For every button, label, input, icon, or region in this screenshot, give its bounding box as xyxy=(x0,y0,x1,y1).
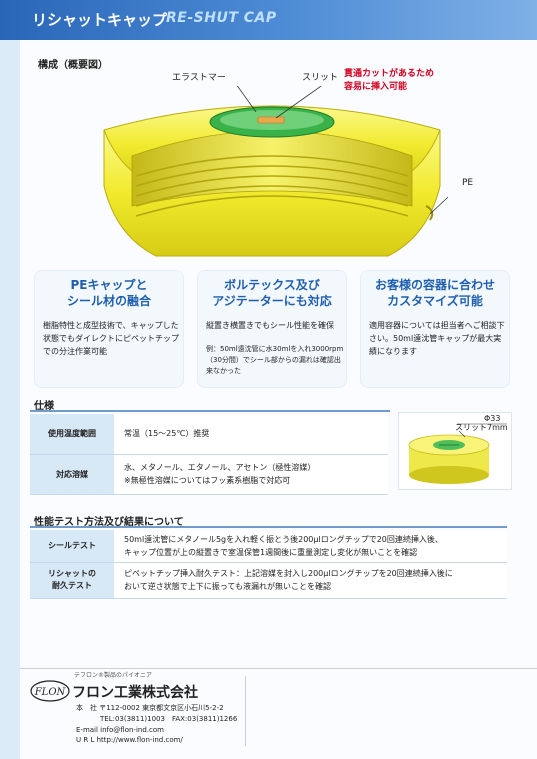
test-value: ピペットチップ挿入耐久テスト：上記溶媒を封入し200μlロングチップを20回連続… xyxy=(114,562,507,599)
photo-diameter-label: Φ33 xyxy=(484,414,501,423)
table-row: リシャットの 耐久テスト ピペットチップ挿入耐久テスト：上記溶媒を封入し200μ… xyxy=(30,562,507,599)
test-title: 性能テスト方法及び結果について xyxy=(34,517,184,528)
test-value-line-1: 50ml遠沈管にメタノール5gを入れ軽く振とう後200μlロングチップで20回連… xyxy=(124,534,443,544)
footer-url[interactable]: U R L http://www.flon-ind.com/ xyxy=(76,736,183,744)
spec-value-line-2: ※無極性溶媒についてはフッ素系樹脂で対応可 xyxy=(124,476,291,485)
test-label: シールテスト xyxy=(30,530,114,563)
footer-phone: TEL:03(3811)1003 FAX:03(3811)1266 xyxy=(100,715,238,723)
cap-cross-section-illustration xyxy=(103,86,448,257)
slit-note: 貫通カットがあるため 容易に挿入可能 xyxy=(344,68,434,94)
product-photo xyxy=(398,412,512,490)
test-value-line-2: キャップ位置が上の縦置きで室温保管1週間後に重量測定し変化が無いことを確認 xyxy=(124,547,418,557)
table-row: 使用温度範囲 常温（15～25℃）推奨 xyxy=(30,414,388,455)
cap-photo-illustration xyxy=(408,423,507,484)
header-title-jp: リシャットキャップ xyxy=(32,11,168,29)
footer-email[interactable]: E-mail info@flon-ind.com xyxy=(76,726,164,734)
slit-note-line-2: 容易に挿入可能 xyxy=(344,82,408,92)
feature-panel-custom: お客様の容器に合わせ カスタマイズ可能 適用容器については担当者へご相談下さい。… xyxy=(360,270,510,388)
feature-title-line-2: カスタマイズ可能 xyxy=(387,294,483,308)
header-title-en: RE-SHUT CAP xyxy=(166,10,277,26)
slit-label: スリット xyxy=(302,73,339,83)
left-band xyxy=(0,40,20,759)
feature-title: ボルテックス及び アジテーターにも対応 xyxy=(198,277,346,309)
spec-label: 対応溶媒 xyxy=(30,454,114,495)
test-table: シールテスト 50ml遠沈管にメタノール5gを入れ軽く振とう後200μlロングチ… xyxy=(30,530,507,599)
elastomer-label: エラストマー xyxy=(172,73,226,83)
test-label-line-1: シールテスト xyxy=(48,541,96,551)
footer-divider xyxy=(20,668,537,669)
feature-title-line-2: アジテーターにも対応 xyxy=(212,294,332,308)
feature-title-line-1: お客様の容器に合わせ xyxy=(374,278,495,292)
company-name: フロン工業株式会社 xyxy=(72,685,198,701)
spec-underline xyxy=(30,410,390,412)
footer-address: 本 社 〒112-0002 東京都文京区小石川5-2-2 xyxy=(76,704,224,712)
photo-slit-label: スリット7mm xyxy=(455,423,508,432)
spec-table: 使用温度範囲 常温（15～25℃）推奨 対応溶媒 水、メタノール、エタノール、ア… xyxy=(30,414,388,495)
test-underline xyxy=(30,526,507,528)
slit-note-line-1: 貫通カットがあるため xyxy=(344,69,435,79)
test-label: リシャットの 耐久テスト xyxy=(30,562,114,599)
test-label-line-1: リシャットの xyxy=(48,569,96,578)
feature-note: 例：50ml遠沈管に水30mlを入れ3000rpm（30分間）でシール部からの漏… xyxy=(206,345,344,375)
feature-body: 適用容器については担当者へご相談下さい。50ml遠沈管キャップが最大実績になりま… xyxy=(369,321,505,356)
spec-title: 仕様 xyxy=(34,401,54,412)
diagram-title: 構成（概要図） xyxy=(38,60,108,71)
spec-value-line-1: 水、メタノール、エタノール、アセトン（極性溶媒） xyxy=(124,463,316,472)
company-logo: FLON xyxy=(30,680,70,702)
feature-panel-vortex: ボルテックス及び アジテーターにも対応 縦置き横置きでもシール性能を確保 例：5… xyxy=(197,270,347,388)
feature-title: お客様の容器に合わせ カスタマイズ可能 xyxy=(361,277,509,309)
feature-title-line-1: PEキャップと xyxy=(70,278,148,292)
feature-body: 樹脂特性と成型技術で、キャップした状態でもダイレクトにピペットチップでの分注作業… xyxy=(43,321,179,356)
footer-vertical-divider xyxy=(245,676,246,746)
pe-label: PE xyxy=(462,178,474,188)
test-label-line-2: 耐久テスト xyxy=(52,581,92,590)
page-header: リシャットキャップ RE-SHUT CAP xyxy=(0,0,537,40)
table-row: 対応溶媒 水、メタノール、エタノール、アセトン（極性溶媒） ※無極性溶媒について… xyxy=(30,454,388,495)
test-value: 50ml遠沈管にメタノール5gを入れ軽く振とう後200μlロングチップで20回連… xyxy=(114,530,507,563)
feature-title: PEキャップと シール材の融合 xyxy=(35,277,183,309)
feature-panel-fusion: PEキャップと シール材の融合 樹脂特性と成型技術で、キャップした状態でもダイレ… xyxy=(34,270,184,388)
spec-value: 水、メタノール、エタノール、アセトン（極性溶媒） ※無極性溶媒についてはフッ素系… xyxy=(114,454,388,495)
feature-title-line-2: シール材の融合 xyxy=(66,294,151,308)
logo-text: FLON xyxy=(34,687,67,698)
table-row: シールテスト 50ml遠沈管にメタノール5gを入れ軽く振とう後200μlロングチ… xyxy=(30,530,507,563)
feature-body: 縦置き横置きでもシール性能を確保 xyxy=(206,321,334,330)
test-value-line-1: ピペットチップ挿入耐久テスト：上記溶媒を封入し200μlロングチップを20回連続… xyxy=(124,569,453,578)
spec-value: 常温（15～25℃）推奨 xyxy=(114,414,388,455)
feature-title-line-1: ボルテックス及び xyxy=(224,278,320,292)
footer-tagline: テフロン®製品のパイオニア xyxy=(74,672,153,679)
test-value-line-2: おいて逆さ状態で上下に振っても液漏れが無いことを確認 xyxy=(124,582,331,591)
spec-label: 使用温度範囲 xyxy=(30,414,114,455)
